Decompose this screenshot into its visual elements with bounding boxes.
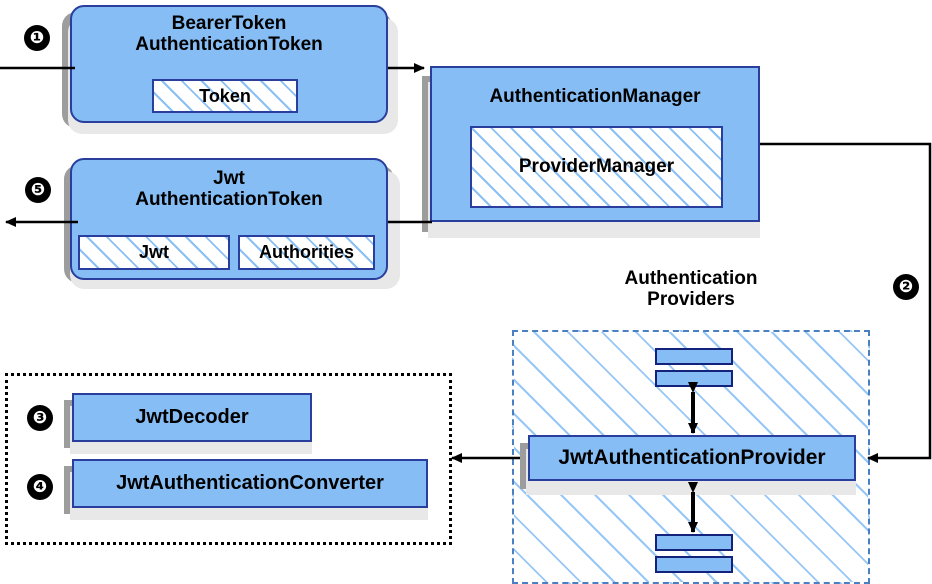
jwt-components-zone bbox=[5, 373, 452, 545]
providers-zone-title: Authentication Providers bbox=[512, 268, 870, 311]
step-badge-4: ❹ bbox=[27, 474, 53, 500]
bearer-token-title-line1: BearerToken bbox=[171, 13, 287, 34]
providers-zone-title-line1: Authentication bbox=[624, 268, 758, 289]
node-jwt-decoder[interactable]: JwtDecoder bbox=[72, 393, 312, 442]
jwt-token-title-line2: AuthenticationToken bbox=[135, 189, 323, 211]
step-badge-3: ❸ bbox=[27, 405, 53, 431]
step-badge-1: ❶ bbox=[24, 25, 50, 51]
provider-stub-bar-bottom-2 bbox=[655, 556, 733, 573]
node-token-field[interactable]: Token bbox=[152, 79, 298, 113]
provider-stub-bar-top-1 bbox=[655, 348, 733, 365]
node-jwt-field[interactable]: Jwt bbox=[78, 235, 230, 270]
node-jwt-authentication-converter[interactable]: JwtAuthenticationConverter bbox=[72, 459, 428, 508]
bearer-token-title-line2: AuthenticationToken bbox=[135, 34, 323, 56]
provider-stub-bar-bottom-1 bbox=[655, 534, 733, 551]
authentication-manager-title: AuthenticationManager bbox=[489, 86, 701, 107]
jwt-provider-title: JwtAuthenticationProvider bbox=[558, 446, 826, 470]
providers-zone-title-line2: Providers bbox=[647, 289, 735, 311]
jwt-decoder-title: JwtDecoder bbox=[135, 406, 249, 429]
node-provider-manager[interactable]: ProviderManager bbox=[470, 126, 723, 208]
jwt-converter-title: JwtAuthenticationConverter bbox=[116, 472, 384, 495]
node-jwt-authentication-provider[interactable]: JwtAuthenticationProvider bbox=[528, 435, 856, 481]
node-jwt-authentication-token[interactable]: Jwt AuthenticationToken bbox=[70, 158, 388, 280]
step-badge-5: ❺ bbox=[25, 177, 51, 203]
jwt-token-title-line1: Jwt bbox=[213, 168, 245, 189]
step-badge-2: ❷ bbox=[893, 274, 919, 300]
node-authorities-field[interactable]: Authorities bbox=[238, 235, 375, 270]
provider-stub-bar-top-2 bbox=[655, 370, 733, 387]
node-bearer-token-authentication-token[interactable]: BearerToken AuthenticationToken bbox=[70, 5, 388, 123]
